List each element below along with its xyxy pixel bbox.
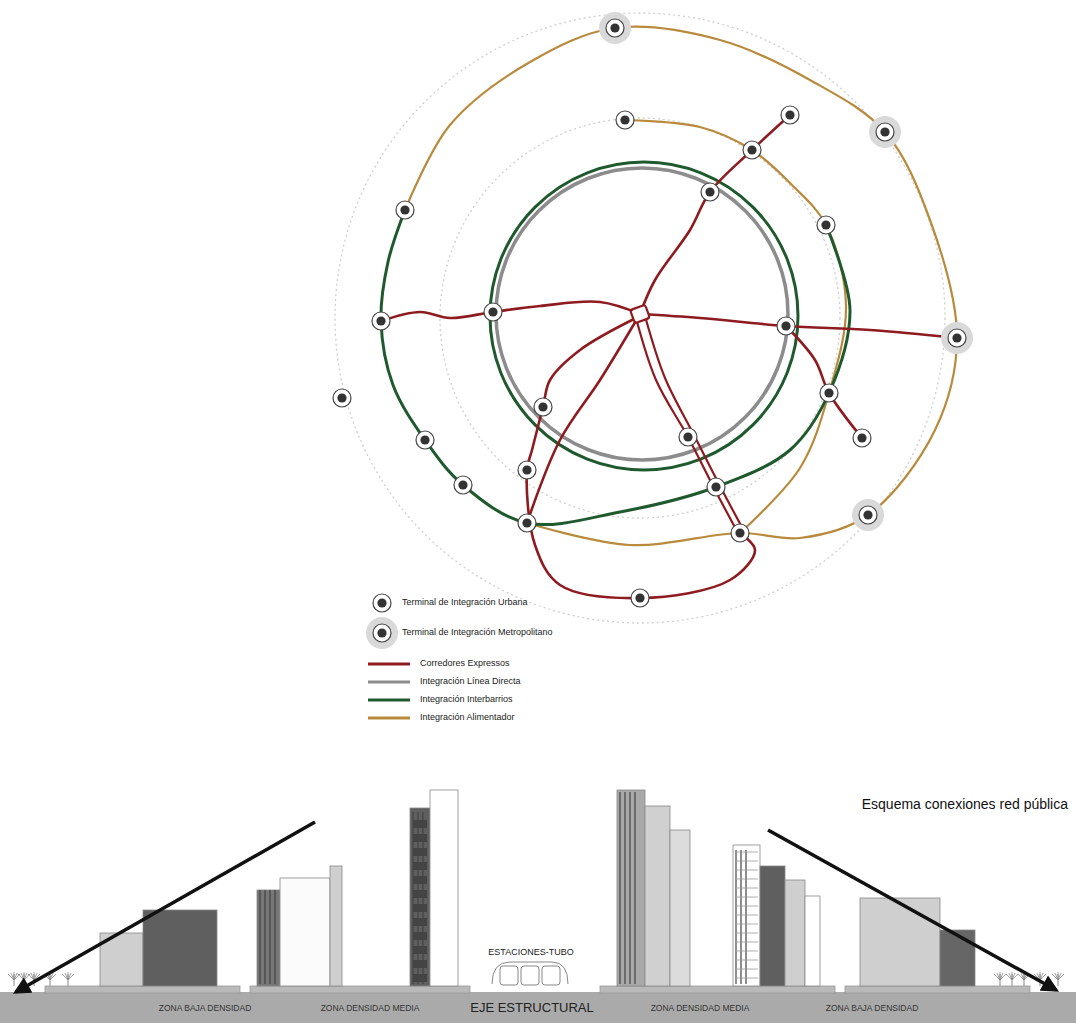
legend-text: Terminal de Integración Urbana — [402, 597, 528, 607]
express-corridor — [645, 316, 744, 531]
zone-label: ZONA BAJA DENSIDAD — [159, 1004, 252, 1014]
legend-text: Corredores Expressos — [420, 658, 510, 668]
legend-line-swatch — [368, 699, 410, 702]
legend-line-swatch — [368, 681, 410, 684]
legend-text: Integración Interbarrios — [420, 694, 513, 704]
urban-terminal — [743, 141, 761, 159]
metropolitan-terminal — [852, 499, 884, 531]
legend-swatches — [366, 594, 410, 718]
interbarrios-ring — [490, 162, 798, 470]
metropolitan-terminal — [869, 116, 901, 148]
express-corridor — [636, 318, 738, 533]
zone-label: ZONA DENSIDAD MEDIA — [321, 1004, 420, 1014]
urban-terminal — [372, 312, 390, 330]
urban-terminal — [454, 476, 472, 494]
zone-label: ZONA BAJA DENSIDAD — [826, 1004, 919, 1014]
street-section — [0, 790, 1076, 1023]
urban-terminal — [333, 389, 351, 407]
urban-terminal — [731, 524, 749, 542]
metropolitan-terminal — [366, 617, 398, 649]
urban-terminal — [707, 478, 725, 496]
urban-terminal — [373, 594, 391, 612]
urban-terminal — [534, 398, 552, 416]
urban-terminal — [820, 384, 838, 402]
urban-terminal — [631, 589, 649, 607]
section-title: Esquema conexiones red pública — [862, 796, 1068, 812]
express-corridor — [640, 314, 957, 338]
metropolitan-terminal — [599, 12, 631, 44]
urban-terminal — [484, 303, 502, 321]
legend-line-swatch — [368, 663, 410, 666]
urban-terminal — [853, 429, 871, 447]
urban-terminal — [679, 428, 697, 446]
feeder-line — [405, 27, 957, 545]
urban-terminal — [396, 201, 414, 219]
legend-text: Integración Línea Directa — [420, 676, 521, 686]
urban-terminal — [616, 111, 634, 129]
legend-text: Terminal de Integración Metropolitano — [402, 627, 553, 637]
legend-line-swatch — [368, 717, 410, 720]
express-corridor — [640, 115, 790, 314]
urban-terminal — [777, 317, 795, 335]
urban-terminal — [518, 461, 536, 479]
urban-terminal — [781, 106, 799, 124]
express-corridor — [527, 318, 755, 598]
urban-terminal — [817, 216, 835, 234]
metropolitan-terminal — [941, 322, 973, 354]
express-corridor — [527, 314, 640, 523]
legend-text: Integración Alimentador — [420, 712, 515, 722]
axis-label: EJE ESTRUCTURAL — [470, 1001, 594, 1016]
urban-terminal — [701, 183, 719, 201]
express-corridor — [786, 326, 862, 438]
urban-terminal — [518, 514, 536, 532]
urban-terminal — [416, 431, 434, 449]
central-hub — [630, 305, 650, 324]
express-corridor — [381, 301, 640, 321]
zone-label: ZONA DENSIDAD MEDIA — [651, 1004, 750, 1014]
station-label: ESTACIONES-TUBO — [488, 947, 573, 957]
